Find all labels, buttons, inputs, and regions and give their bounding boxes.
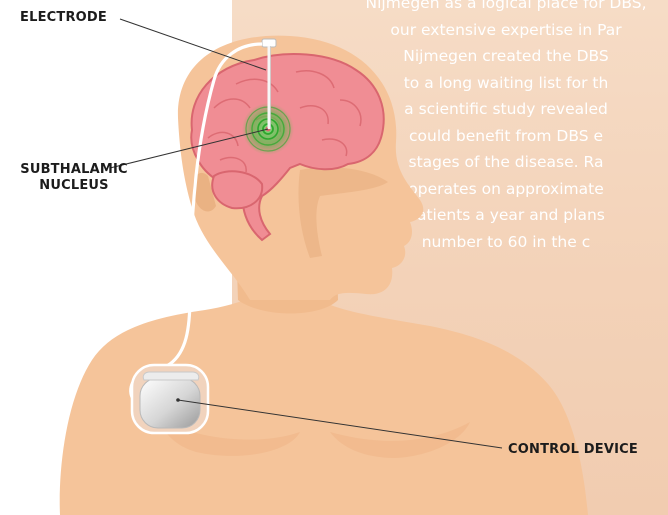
cerebellum-shape (212, 171, 262, 208)
label-nucleus-line1: SUBTHALAMIC (14, 162, 134, 178)
label-subthalamic-nucleus: SUBTHALAMIC NUCLEUS (14, 162, 134, 194)
leader-dot (176, 398, 180, 402)
pacemaker-header (143, 372, 199, 380)
electrode-cap (262, 39, 276, 47)
label-electrode: ELECTRODE (20, 10, 107, 26)
label-nucleus-line2: NUCLEUS (14, 178, 134, 194)
pacemaker-icon (140, 378, 200, 428)
label-control-device: CONTROL DEVICE (508, 442, 638, 458)
